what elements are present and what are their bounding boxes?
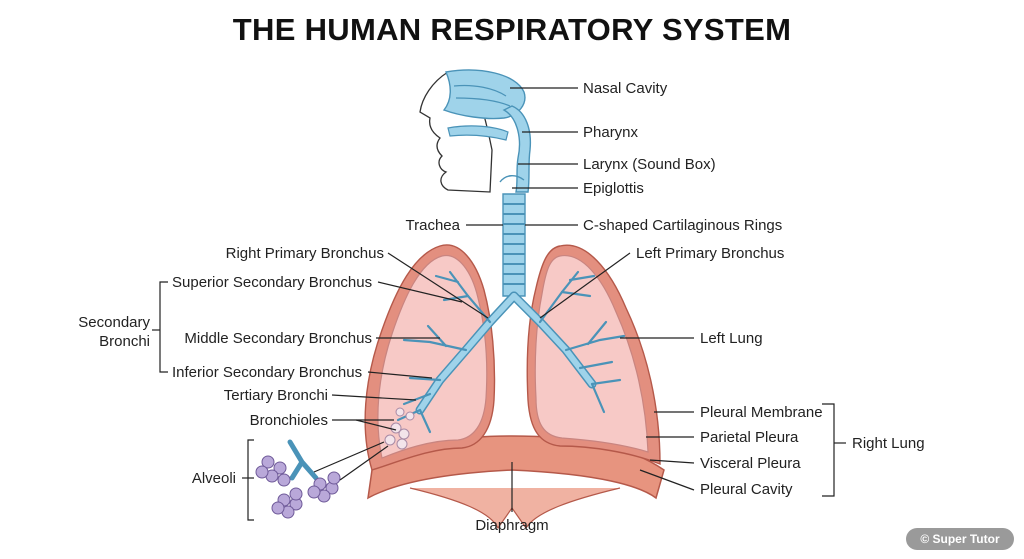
left-lung-shape [526,244,661,466]
watermark-badge: © Super Tutor [906,528,1014,550]
label-left-primary-bronchus: Left Primary Bronchus [636,245,784,262]
label-right-lung: Right Lung [852,435,925,452]
right-lung-bracket [822,403,846,497]
label-bronchioles: Bronchioles [250,412,328,429]
label-alveoli: Alveoli [192,470,236,487]
label-diaphragm: Diaphragm [475,517,548,534]
label-tertiary-bronchi: Tertiary Bronchi [224,387,328,404]
label-secondary-bronchi-line1: Secondary [78,314,150,331]
label-right-primary-bronchus: Right Primary Bronchus [226,245,384,262]
upper-airway [442,69,532,193]
trachea [502,193,526,297]
label-secondary-bronchi-line2: Bronchi [99,333,150,350]
label-larynx: Larynx (Sound Box) [583,156,716,173]
label-pleural-cavity: Pleural Cavity [700,481,793,498]
alveoli-clusters [255,407,415,519]
label-trachea: Trachea [406,217,461,234]
label-superior-secondary-bronchus: Superior Secondary Bronchus [172,274,372,291]
label-visceral-pleura: Visceral Pleura [700,455,801,472]
label-pleural-membrane: Pleural Membrane [700,404,823,421]
alveoli-inset [255,439,341,519]
label-nasal-cavity: Nasal Cavity [583,80,668,97]
alveoli-bracket [247,439,254,521]
label-left-lung: Left Lung [700,330,763,347]
label-parietal-pleura: Parietal Pleura [700,429,799,446]
label-pharynx: Pharynx [583,124,639,141]
label-epiglottis: Epiglottis [583,180,644,197]
label-middle-secondary-bronchus: Middle Secondary Bronchus [184,330,372,347]
bronchial-tree [396,270,626,434]
page-title: THE HUMAN RESPIRATORY SYSTEM [232,12,792,47]
lung-alveoli [384,407,415,450]
cartilage-rings [503,203,525,285]
secondary-bronchi-bracket [152,281,168,373]
label-cartilage-rings: C-shaped Cartilaginous Rings [583,217,782,234]
leader-lines [242,87,695,512]
right-lung-shape [364,244,496,471]
label-inferior-secondary-bronchus: Inferior Secondary Bronchus [172,364,362,381]
